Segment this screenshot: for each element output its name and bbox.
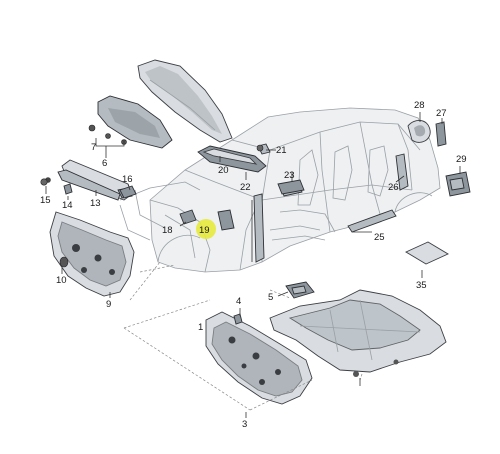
callout-6: 6 [102, 158, 107, 169]
callout-15: 15 [40, 195, 51, 206]
hood-insulation [97, 95, 173, 149]
plug-10 [59, 256, 69, 268]
highlight-marker [196, 219, 216, 239]
pad-19-part [217, 209, 235, 231]
fastener-4 [233, 313, 243, 325]
cowl-panel [45, 159, 133, 201]
callout-35: 35 [416, 280, 427, 291]
mat-35 [405, 241, 449, 265]
callout-20: 20 [218, 165, 229, 176]
plenum-cover [197, 143, 271, 173]
callout-16: 16 [122, 174, 133, 185]
part-27 [435, 121, 447, 147]
part-29 [445, 171, 471, 197]
callout-25: 25 [374, 232, 385, 243]
part-5 [285, 281, 315, 299]
callout-10: 10 [56, 275, 67, 286]
bolt-15 [40, 178, 48, 186]
floor-carpet [269, 289, 447, 377]
callout-26: 26 [388, 182, 399, 193]
callout-1: 1 [198, 322, 203, 333]
screw-21 [256, 144, 264, 152]
callout-21: 21 [276, 145, 287, 156]
clip-fasteners [88, 124, 127, 145]
leader-lines [45, 112, 461, 418]
part-28 [407, 120, 431, 143]
bulkhead-insulation-9 [49, 211, 135, 297]
pad-18 [179, 209, 197, 225]
hood-part [137, 59, 233, 143]
callout-5: 5 [268, 292, 273, 303]
callout-19: 19 [199, 225, 210, 236]
callout-4: 4 [236, 296, 241, 307]
callout-labels: 7 6 16 15 14 13 10 9 4 1 5 3 35 25 26 23… [40, 100, 467, 430]
clip-14 [63, 183, 73, 195]
callout-7: 7 [91, 142, 96, 153]
callout-23: 23 [284, 170, 295, 181]
callout-14: 14 [62, 200, 73, 211]
callout-9: 9 [106, 299, 111, 310]
callout-22: 22 [240, 182, 251, 193]
callout-28: 28 [414, 100, 425, 111]
callout-29: 29 [456, 154, 467, 165]
part-23 [277, 179, 305, 195]
callout-3: 3 [242, 419, 247, 430]
callout-27: 27 [436, 108, 447, 119]
bracket-16 [119, 185, 137, 199]
callout-13: 13 [90, 198, 101, 209]
callout-18: 18 [162, 225, 173, 236]
dash-insulation-3 [205, 311, 313, 405]
